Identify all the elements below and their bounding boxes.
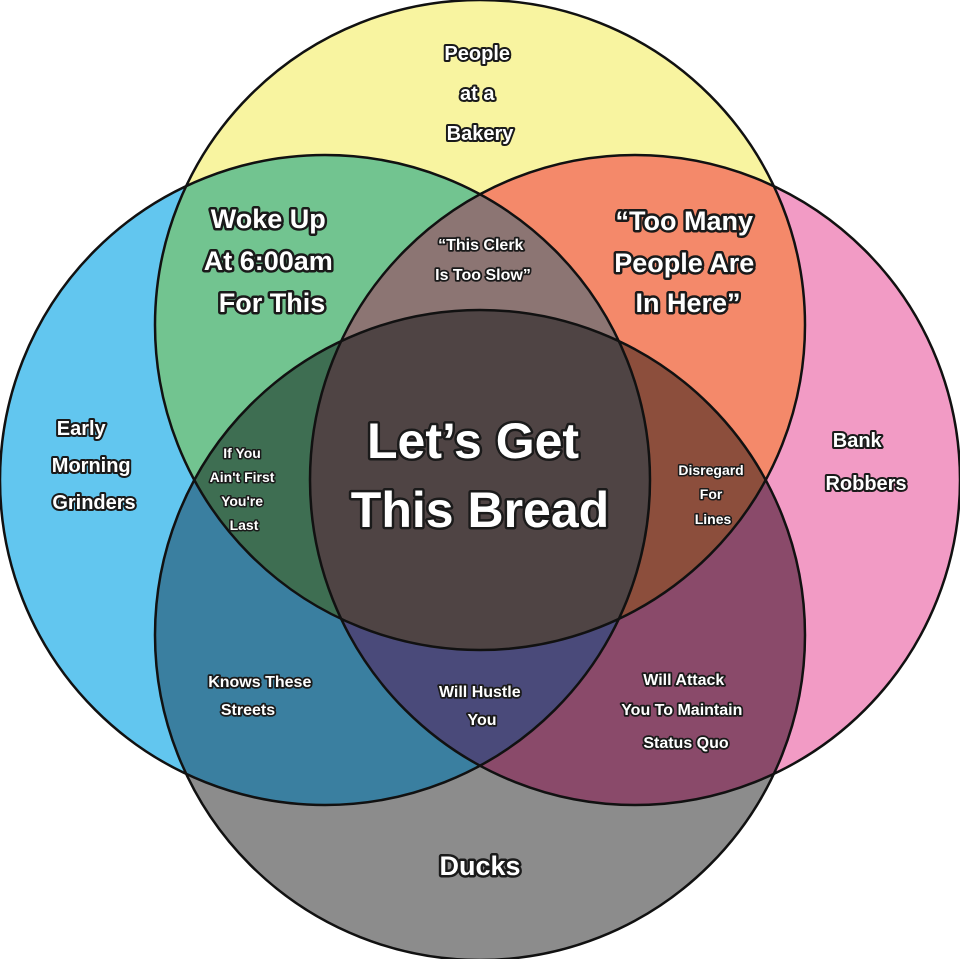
label-disregard-for-lines: Disregard For Lines bbox=[678, 462, 747, 527]
label-will-hustle: Will Hustle You bbox=[439, 684, 525, 729]
label-people-at-bakery: People at a Bakery bbox=[444, 43, 515, 145]
label-will-attack: Will Attack You To Maintain Status Quo bbox=[621, 672, 747, 752]
circle-outline-bottom bbox=[153, 308, 807, 959]
label-bank-robbers: Bank Robbers bbox=[825, 430, 906, 495]
label-early-morning-grinders: Early Morning Grinders bbox=[52, 418, 136, 514]
label-lets-get-this-bread: Let’s Get This Bread bbox=[351, 413, 609, 538]
circle-outline-left bbox=[0, 153, 652, 807]
label-too-many-people: “Too Many People Are In Here” bbox=[614, 206, 762, 318]
label-knows-these-streets: Knows These Streets bbox=[208, 674, 316, 719]
label-ducks: Ducks bbox=[439, 851, 520, 881]
label-woke-up: Woke Up At 6:00am For This bbox=[204, 204, 341, 318]
label-this-clerk: “This Clerk Is Too Slow” bbox=[435, 237, 531, 284]
circle-outline-right bbox=[308, 153, 960, 807]
circle-outline-top bbox=[153, 0, 807, 652]
label-if-you-aint-first: If You Ain't First You're Last bbox=[210, 445, 279, 533]
region-all bbox=[310, 310, 650, 650]
